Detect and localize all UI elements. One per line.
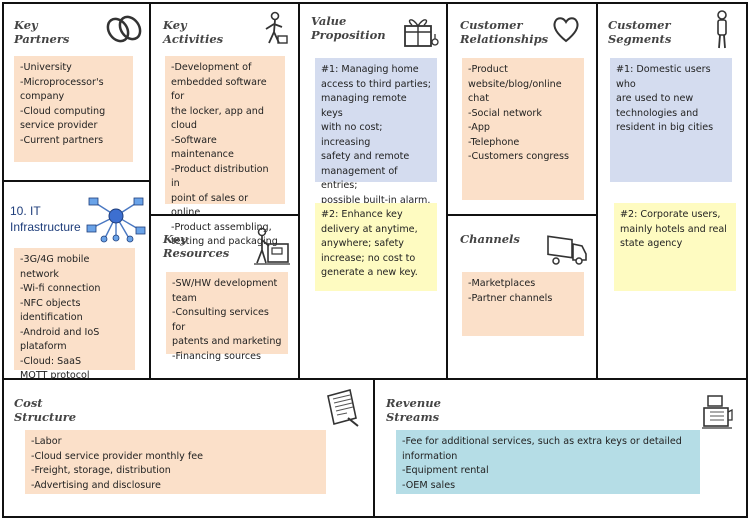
customer-segments-note-2: #2: Corporate users,mainly hotels and re… <box>614 203 736 291</box>
worker-icon <box>265 11 288 44</box>
chain-link-icon <box>106 15 142 43</box>
channels-note: -Marketplaces-Partner channels <box>462 272 584 336</box>
divider-relationships-segments <box>596 2 598 380</box>
it-infrastructure-note: -3G/4G mobile network-Wi-fi connection-N… <box>14 248 135 381</box>
divider-main-bottom <box>2 378 748 380</box>
divider-partners-it <box>2 180 151 182</box>
truck-icon <box>547 235 587 265</box>
channels-title: Channels <box>460 232 520 246</box>
machine-operator-icon <box>254 227 290 265</box>
divider-relationships-channels <box>446 214 598 216</box>
cost-structure-note: -Labor-Cloud service provider monthly fe… <box>25 430 326 494</box>
heart-icon <box>553 17 579 43</box>
divider-value-relationships <box>446 2 448 380</box>
gift-box-icon <box>404 19 439 47</box>
network-icon <box>86 197 146 243</box>
divider-partners-activities <box>149 2 151 380</box>
person-icon <box>717 10 727 49</box>
divider-activities-resources <box>149 214 300 216</box>
divider-cost-revenue <box>373 378 375 518</box>
cash-register-icon <box>702 395 733 429</box>
document-icon <box>327 389 359 427</box>
divider-activities-value <box>298 2 300 380</box>
revenue-streams-note: -Fee for additional services, such as ex… <box>396 430 700 494</box>
